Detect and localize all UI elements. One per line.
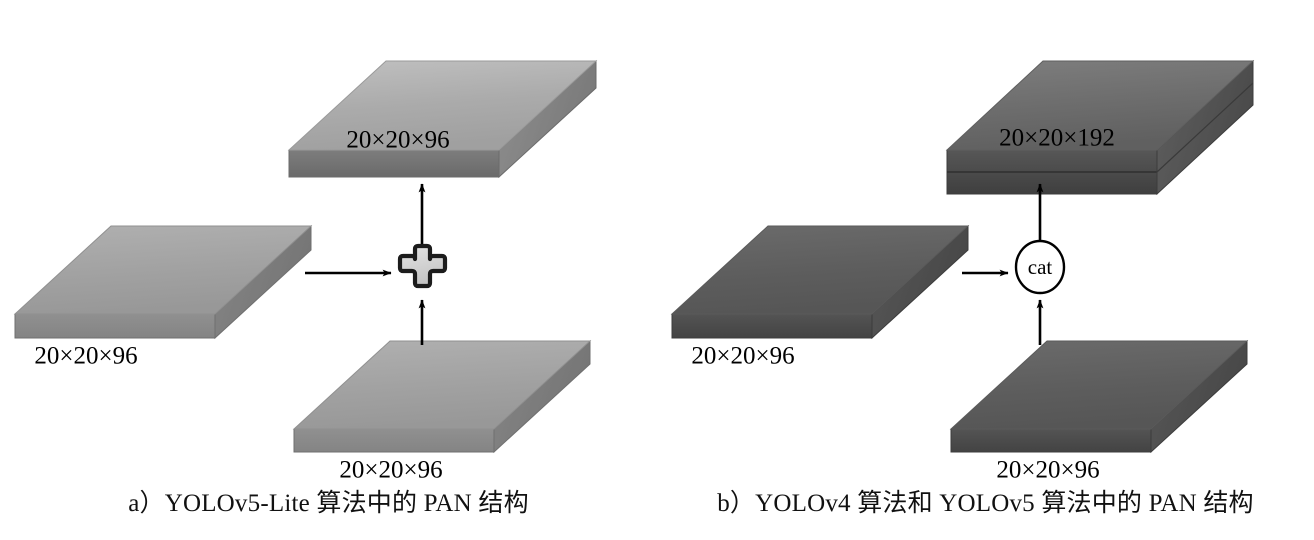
slab-front-face <box>288 149 500 178</box>
panel-a-plus-icon[interactable] <box>397 243 448 289</box>
panel-b-output-block[interactable]: 20×20×192 <box>945 59 1255 196</box>
slab-dimension-label: 20×20×96 <box>34 343 137 370</box>
slab-top-face <box>13 225 313 315</box>
slab-front-face <box>14 313 216 339</box>
slab-top-face <box>292 340 592 430</box>
panel-b: 20×20×192 20×20×96 20×20×96 <box>670 59 1255 484</box>
slab-side-divider <box>1156 82 1254 173</box>
concat-label: cat <box>1028 255 1053 279</box>
panel-b-caption: b）YOLOv4 算法和 YOLOv5 算法中的 PAN 结构 <box>717 490 1254 517</box>
panel-a-left-input-block[interactable]: 20×20×96 <box>13 224 313 370</box>
slab-front-face <box>671 313 873 339</box>
slab-dimension-label: 20×20×96 <box>691 343 794 370</box>
panel-a-bottom-input-block[interactable]: 20×20×96 <box>292 339 592 484</box>
slab-front-face <box>293 428 495 453</box>
slab-dimension-label: 20×20×96 <box>996 457 1099 484</box>
panel-b-concat-circle[interactable]: cat <box>1014 239 1066 295</box>
slab-top-face <box>287 60 598 151</box>
slab-front-face <box>950 428 1152 453</box>
plus-shape <box>397 243 448 289</box>
panel-a-caption: a）YOLOv5-Lite 算法中的 PAN 结构 <box>128 490 529 517</box>
slab-dimension-label: 20×20×96 <box>339 457 442 484</box>
slab-top-face <box>670 225 970 315</box>
slab-dimension-label: 20×20×96 <box>346 127 449 154</box>
slab-top-face <box>949 340 1249 430</box>
panel-a-output-block[interactable]: 20×20×96 <box>287 59 598 179</box>
panel-b-bottom-input-block[interactable]: 20×20×96 <box>949 339 1249 484</box>
slab-dimension-label: 20×20×192 <box>999 125 1115 152</box>
slab-top-face <box>945 60 1255 151</box>
panel-b-left-input-block[interactable]: 20×20×96 <box>670 224 970 370</box>
panel-a: 20×20×96 20×20×96 20×20×96 <box>13 59 598 484</box>
concat-circle-outline <box>1014 239 1066 295</box>
